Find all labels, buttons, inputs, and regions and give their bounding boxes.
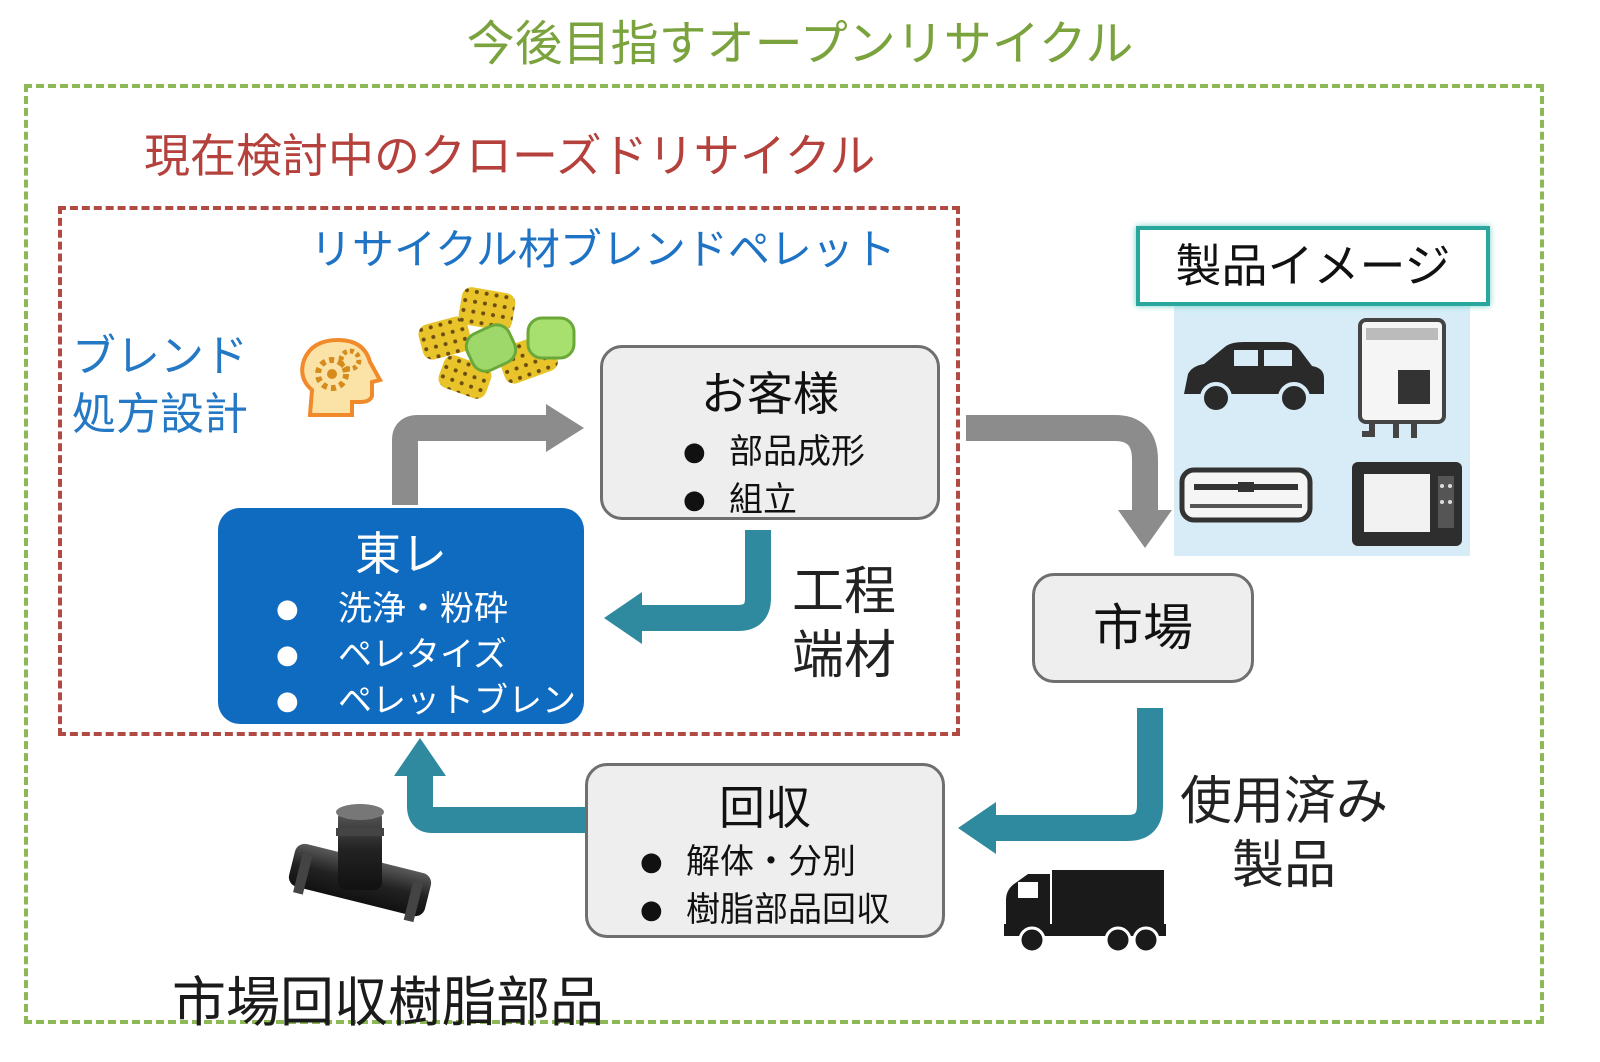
arrow-customer-to-toray-head (604, 592, 642, 644)
customer-task: 部品成形 (683, 428, 937, 476)
used-products-line2: 製品 (1232, 836, 1337, 896)
arrow-market-to-collection-head (958, 802, 996, 854)
closed-recycle-frame (58, 206, 960, 736)
collection-box: 回収 解体・分別 樹脂部品回収 (585, 763, 945, 938)
collection-tasks: 解体・分別 樹脂部品回収 (640, 838, 942, 934)
pellet-title: リサイクル材ブレンドペレット (310, 225, 896, 274)
customer-box: お客様 部品成形 組立 (600, 345, 940, 520)
blend-line2: 処方設計 (72, 389, 248, 440)
open-recycle-title: 今後目指すオープンリサイクル (466, 16, 1134, 72)
product-image-panel (1174, 306, 1470, 556)
process-scrap-label: 工程 端材 (792, 560, 896, 688)
collected-parts-label: 市場回収樹脂部品 (172, 971, 604, 1034)
brain-gears-icon (300, 337, 384, 417)
collection-task: 解体・分別 (640, 838, 942, 886)
pellets-icon (418, 287, 576, 399)
pipe-fitting-icon (288, 804, 432, 923)
toray-task: ペレットブレンド (276, 678, 610, 724)
closed-recycle-title: 現在検討中のクローズドリサイクル (144, 129, 876, 183)
process-scrap-line2: 端材 (792, 626, 897, 686)
customer-tasks: 部品成形 組立 (683, 428, 937, 524)
market-box: 市場 (1032, 573, 1254, 683)
used-products-line1: 使用済み (1180, 772, 1389, 832)
toray-task: ペレタイズ (276, 632, 584, 678)
product-image-title: 製品イメージ (1136, 226, 1490, 306)
arrow-customer-to-market (966, 415, 1158, 512)
toray-title: 東レ (355, 527, 447, 581)
open-recycle-frame (24, 84, 1544, 1024)
arrow-toray-to-customer (392, 415, 548, 505)
air-conditioner-icon (1179, 467, 1313, 523)
arrow-collection-to-toray-head (394, 738, 446, 776)
process-scrap-line1: 工程 (792, 562, 897, 622)
arrow-customer-to-market-head (1118, 510, 1172, 548)
arrow-market-to-collection (994, 708, 1163, 841)
used-products-label: 使用済み 製品 (1180, 770, 1388, 898)
toray-box: 東レ 洗浄・粉砕 ペレタイズ ペレットブレンド (218, 508, 610, 724)
blend-line1: ブレンド (72, 331, 248, 382)
product-icons (1179, 318, 1462, 546)
customer-task: 組立 (683, 476, 937, 524)
collection-task: 樹脂部品回収 (640, 886, 942, 934)
car-icon (1184, 342, 1324, 414)
collection-title: 回収 (719, 781, 811, 835)
truck-icon (1004, 870, 1166, 954)
customer-title: お客様 (701, 367, 839, 421)
blend-design-label: ブレンド 処方設計 (72, 328, 248, 444)
market-title: 市場 (1093, 599, 1193, 657)
arrow-toray-to-customer-head (546, 404, 584, 452)
microwave-icon (1352, 462, 1462, 546)
toray-tasks: 洗浄・粉砕 ペレタイズ ペレットブレンド (276, 586, 610, 724)
arrow-collection-to-toray (407, 774, 585, 833)
toray-task: 洗浄・粉砕 (276, 586, 584, 632)
arrow-customer-to-toray (640, 530, 771, 631)
water-heater-icon (1358, 318, 1446, 438)
